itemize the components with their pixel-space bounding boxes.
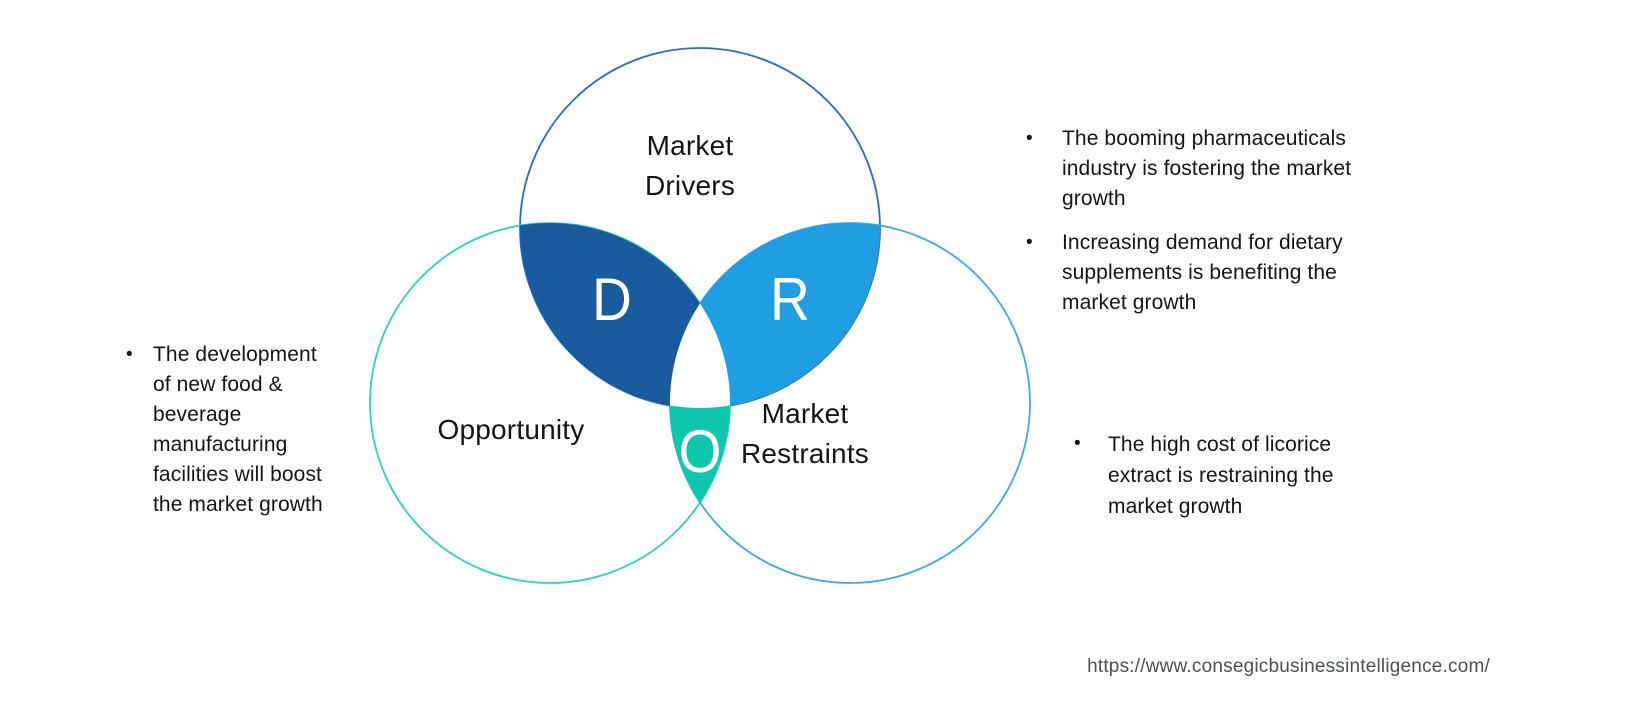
bullet-dot: • xyxy=(126,344,133,365)
note-item: • The development of new food & beverage… xyxy=(122,340,383,520)
restraints-letter: R xyxy=(770,266,810,333)
drivers-letter: D xyxy=(592,266,632,333)
note-item: • Increasing demand for dietary suppleme… xyxy=(1022,228,1422,318)
bullet-dot: • xyxy=(1074,433,1081,454)
opportunity-notes: • The development of new food & beverage… xyxy=(122,340,383,520)
venn-diagram xyxy=(369,47,1031,584)
note-text: The development of new food & beverage m… xyxy=(153,343,323,516)
drivers-label: Market Drivers xyxy=(644,130,736,201)
note-text: The high cost of licorice extract is res… xyxy=(1108,433,1334,518)
note-text: Increasing demand for dietary supplement… xyxy=(1062,231,1343,314)
source-url: https://www.consegicbusinessintelligence… xyxy=(1087,656,1490,677)
restraints-label: Market Restraints xyxy=(740,398,870,469)
bullet-dot: • xyxy=(1026,232,1033,253)
drivers-notes: • The booming pharmaceuticals industry i… xyxy=(1022,124,1422,318)
note-text: The booming pharmaceuticals industry is … xyxy=(1062,127,1352,210)
bullet-dot: • xyxy=(1026,128,1033,149)
opportunity-label: Opportunity xyxy=(437,414,585,445)
restraints-notes: • The high cost of licorice extract is r… xyxy=(1070,429,1438,522)
opportunity-letter: O xyxy=(678,418,722,485)
note-item: • The high cost of licorice extract is r… xyxy=(1070,429,1438,522)
note-item: • The booming pharmaceuticals industry i… xyxy=(1022,124,1422,214)
